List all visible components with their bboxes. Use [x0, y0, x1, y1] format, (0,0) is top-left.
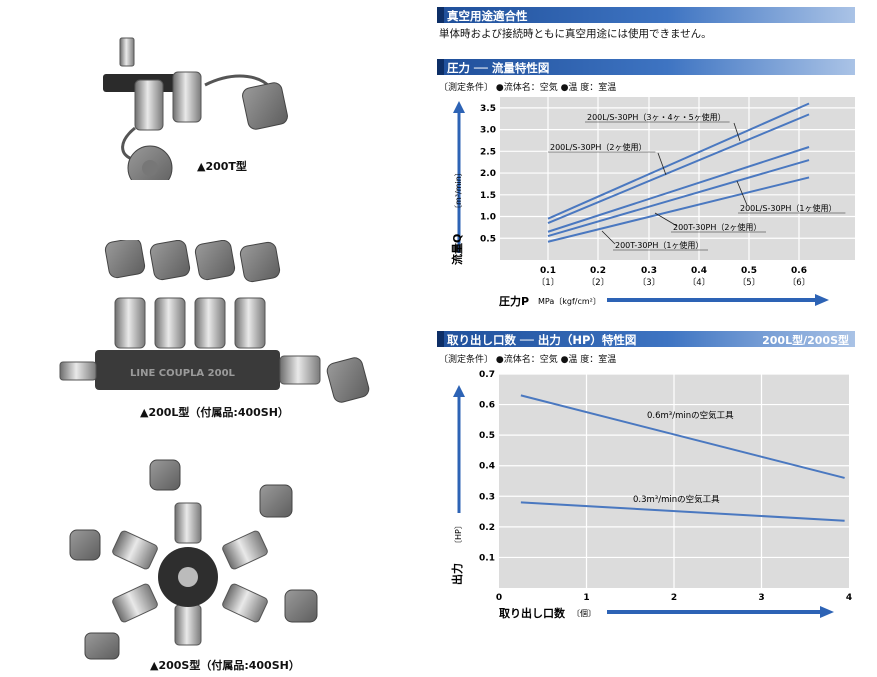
section-title-outlets-output: 取り出し口数 ── 出力（HP）特性図	[447, 333, 637, 347]
y-tick-label: 0.3	[479, 492, 495, 502]
x-tick-kgf-label: 〔4〕	[688, 277, 710, 288]
y-tick-label: 2.0	[480, 169, 496, 179]
y-tick-label: 1.5	[480, 191, 496, 201]
y-tick-label: 3.0	[480, 126, 496, 136]
y-tick-label: 1.0	[480, 213, 496, 223]
y-tick-label: 0.5	[479, 431, 495, 441]
product-200t-illustration	[103, 37, 288, 180]
section-title-pressure-flow: 圧力 ── 流量特性図	[447, 61, 550, 75]
measurement-conditions-2: 〔測定条件〕 ●流体名：空気 ●温 度：室温	[439, 355, 617, 365]
product-200l-illustration: LINE COUPLA 200L	[59, 240, 370, 403]
x-tick-kgf-label: 〔1〕	[537, 277, 559, 288]
series-line	[520, 501, 845, 522]
series-line	[547, 113, 810, 224]
y-tick-label: 2.5	[480, 147, 496, 157]
series-label: 0.3m³/minの空気工具	[633, 494, 720, 505]
y-axis-label: 流量Q	[450, 234, 464, 265]
x-tick-label: 0.4	[691, 266, 707, 276]
y-tick-label: 3.5	[480, 104, 496, 114]
series-leader-line	[657, 152, 667, 176]
x-tick-kgf-label: 〔5〕	[738, 277, 760, 288]
caption-200s: ▲200S型（付属品:400SH）	[150, 659, 300, 672]
series-leader-line	[736, 180, 748, 206]
series-label: 200L/S-30PH（2ヶ使用）	[550, 142, 647, 152]
x-tick-label: 0.2	[590, 266, 606, 276]
section-title-vacuum: 真空用途適合性	[447, 9, 528, 23]
x-tick-label: 0.6	[791, 266, 807, 276]
x-tick-kgf-label: 〔3〕	[638, 277, 660, 288]
outlets-output-chart: 0.7 0.6 0.5 0.4 0.3 0.2 0.1 0 1 2 3 4 0.6m³/minの空気工具…	[450, 370, 852, 620]
y-axis-unit: 〔HP〕	[454, 521, 463, 548]
y-axis-arrowhead	[453, 101, 465, 113]
y-axis-unit: 〔m³/min〕	[454, 168, 463, 213]
series-line	[547, 146, 810, 233]
x-tick-label: 2	[671, 593, 677, 603]
emboss-text: LINE COUPLA 200L	[130, 368, 236, 379]
series-label: 0.6m³/minの空気工具	[647, 410, 734, 421]
x-tick-label: 0.5	[741, 266, 757, 276]
measurement-conditions-1: 〔測定条件〕 ●流体名：空気 ●温 度：室温	[439, 83, 617, 93]
x-tick-label: 1	[583, 593, 589, 603]
section-header-outlets-output: 取り出し口数 ── 出力（HP）特性図 200L型/200S型	[437, 331, 855, 347]
series-label: 200T-30PH（2ヶ使用）	[673, 222, 761, 232]
series-line	[547, 159, 810, 238]
caption-200t: ▲200T型	[197, 160, 247, 173]
series-line	[547, 102, 810, 220]
x-axis-unit: MPa〔kgf/cm²〕	[538, 297, 601, 306]
x-axis-arrowhead	[815, 294, 829, 306]
series-label: 200L/S-30PH（1ヶ使用）	[740, 203, 837, 213]
x-tick-label: 4	[846, 593, 852, 603]
x-tick-kgf-label: 〔2〕	[587, 277, 609, 288]
series-line	[547, 176, 810, 243]
series-leader-line	[733, 122, 741, 142]
x-tick-label: 0.1	[540, 266, 556, 276]
y-axis-arrowhead	[453, 385, 465, 397]
y-tick-label: 0.1	[479, 553, 495, 563]
series-line	[520, 394, 845, 479]
caption-200l: ▲200L型（付属品:400SH）	[140, 406, 289, 419]
y-tick-label: 0.5	[480, 234, 496, 244]
x-tick-label: 3	[758, 593, 764, 603]
x-axis-label: 取り出し口数	[499, 606, 566, 620]
product-200s-illustration	[69, 459, 318, 660]
x-tick-label: 0	[496, 593, 502, 603]
vacuum-note: 単体時および接続時ともに真空用途には使用できません。	[439, 28, 712, 40]
x-tick-kgf-label: 〔6〕	[788, 277, 810, 288]
y-tick-label: 0.6	[479, 401, 495, 411]
series-label: 200L/S-30PH（3ヶ・4ヶ・5ヶ使用）	[587, 112, 726, 122]
x-axis-arrowhead	[820, 606, 834, 618]
model-label: 200L型/200S型	[762, 334, 849, 347]
y-tick-label: 0.7	[479, 370, 495, 380]
series-label: 200T-30PH（1ヶ使用）	[615, 240, 703, 250]
y-tick-label: 0.2	[479, 523, 495, 533]
x-axis-unit: 〔個〕	[572, 608, 596, 618]
section-header-pressure-flow: 圧力 ── 流量特性図	[437, 59, 855, 75]
x-tick-label: 0.3	[641, 266, 657, 276]
pressure-flow-chart: 3.5 3.0 2.5 2.0 1.5 1.0 0.5 0.1〔1〕 0.2〔2〕 0.3〔3〕 0…	[450, 97, 855, 308]
section-header-vacuum: 真空用途適合性	[437, 7, 855, 23]
series-leader-line	[654, 212, 678, 227]
x-axis-label: 圧力P	[499, 294, 529, 308]
series-leader-line	[601, 230, 616, 245]
y-tick-label: 0.4	[479, 462, 495, 472]
y-axis-label: 出力	[450, 563, 464, 585]
